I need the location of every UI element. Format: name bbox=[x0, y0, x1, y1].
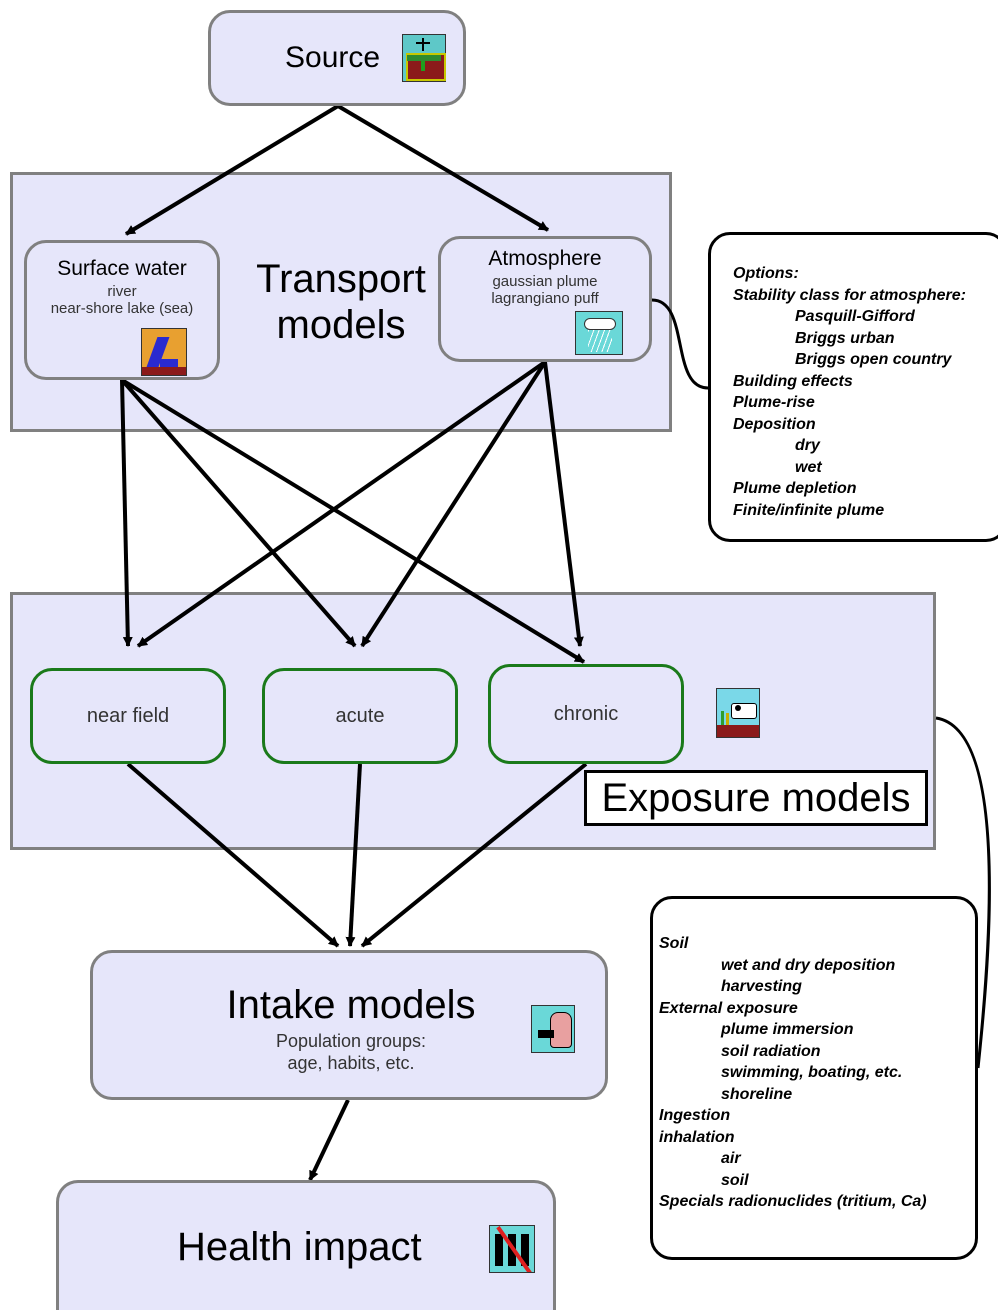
atmosphere-line2: lagrangiano puff bbox=[491, 290, 599, 307]
source-label: Source bbox=[285, 41, 381, 74]
note-inhalation: inhalation bbox=[659, 1128, 735, 1146]
note-ingestion: Ingestion bbox=[659, 1107, 731, 1124]
connector-atmosphere-options bbox=[651, 298, 709, 390]
transport-title-line1: Transport bbox=[256, 257, 426, 301]
arrow-surface-water-to-acute bbox=[120, 378, 357, 648]
note-air: air bbox=[721, 1150, 741, 1167]
note-external-exposure: External exposure bbox=[659, 999, 798, 1017]
chronic-box: chronic bbox=[488, 664, 684, 764]
atmosphere-options-note: Options: Stability class for atmosphere:… bbox=[708, 232, 998, 542]
source-icon bbox=[402, 34, 446, 82]
arrow-atmosphere-to-near-field bbox=[136, 360, 547, 648]
option-plume-rise: Plume-rise bbox=[733, 394, 815, 411]
rain-cloud-icon bbox=[575, 311, 623, 355]
intake-line1: Population groups: bbox=[275, 1031, 427, 1051]
intake-models-title: Intake models bbox=[226, 983, 476, 1027]
surface-water-box: Surface water river near-shore lake (sea… bbox=[24, 240, 220, 380]
eating-person-icon bbox=[531, 1005, 575, 1053]
option-dry: dry bbox=[795, 437, 820, 454]
note-plume-immersion: plume immersion bbox=[721, 1021, 854, 1038]
atmosphere-title: Atmosphere bbox=[488, 247, 602, 270]
arrow-surface-water-to-chronic bbox=[120, 378, 586, 664]
acute-box: acute bbox=[262, 668, 458, 764]
arrow-near-field-to-intake bbox=[126, 762, 340, 948]
transport-models-title: Transport models bbox=[236, 256, 446, 348]
options-heading: Options: bbox=[733, 265, 799, 282]
exposure-models-title: Exposure models bbox=[584, 770, 928, 826]
surface-water-line1: river bbox=[107, 283, 137, 300]
health-impact-title: Health impact bbox=[177, 1225, 422, 1269]
atmosphere-line1: gaussian plume bbox=[492, 273, 598, 290]
intake-models-box: Intake models Population groups: age, ha… bbox=[90, 950, 608, 1100]
health-impact-box: Health impact bbox=[56, 1180, 556, 1310]
arrow-acute-to-intake bbox=[345, 763, 362, 947]
near-field-label: near field bbox=[86, 704, 170, 727]
arrow-source-to-atmosphere bbox=[336, 104, 550, 232]
surface-water-line2: near-shore lake (sea) bbox=[50, 300, 194, 317]
arrow-intake-to-health bbox=[308, 1099, 350, 1181]
surface-water-title: Surface water bbox=[57, 257, 187, 280]
exposure-notes: Soil wet and dry deposition harvesting E… bbox=[650, 896, 978, 1260]
arrow-atmosphere-to-acute bbox=[360, 360, 547, 648]
option-stability-class: Stability class for atmosphere: bbox=[733, 286, 966, 304]
option-deposition: Deposition bbox=[733, 415, 816, 433]
arrow-chronic-to-intake bbox=[360, 762, 588, 948]
option-briggs-open-country: Briggs open country bbox=[795, 351, 952, 368]
river-icon bbox=[141, 328, 187, 376]
source-box: Source bbox=[208, 10, 466, 106]
note-special-radionuclides: Specials radionuclides (tritium, Ca) bbox=[659, 1193, 927, 1210]
atmosphere-box: Atmosphere gaussian plume lagrangiano pu… bbox=[438, 236, 652, 362]
chronic-label: chronic bbox=[553, 703, 619, 725]
option-briggs-urban: Briggs urban bbox=[795, 329, 895, 347]
cow-field-icon bbox=[716, 688, 760, 738]
people-crossed-icon bbox=[489, 1225, 535, 1273]
note-soil: Soil bbox=[659, 935, 689, 952]
option-pasquill-gifford: Pasquill-Gifford bbox=[795, 308, 915, 325]
connector-exposure-notes bbox=[935, 716, 991, 1069]
option-plume-depletion: Plume depletion bbox=[733, 480, 857, 497]
note-soil-inhalation: soil bbox=[721, 1171, 749, 1189]
note-harvesting: harvesting bbox=[721, 978, 802, 995]
near-field-box: near field bbox=[30, 668, 226, 764]
arrow-surface-water-to-near-field bbox=[120, 379, 133, 647]
option-finite-infinite-plume: Finite/infinite plume bbox=[733, 501, 885, 519]
option-building-effects: Building effects bbox=[733, 372, 853, 390]
note-wet-dry-deposition: wet and dry deposition bbox=[721, 956, 896, 974]
note-shoreline: shoreline bbox=[721, 1085, 793, 1103]
arrow-source-to-surface-water bbox=[124, 104, 340, 236]
option-wet: wet bbox=[795, 458, 822, 476]
transport-title-line2: models bbox=[276, 303, 406, 347]
intake-line2: age, habits, etc. bbox=[287, 1053, 415, 1073]
note-swimming-boating: swimming, boating, etc. bbox=[721, 1064, 903, 1081]
acute-label: acute bbox=[335, 704, 385, 727]
arrow-atmosphere-to-chronic bbox=[543, 361, 584, 647]
note-soil-radiation: soil radiation bbox=[721, 1042, 821, 1060]
